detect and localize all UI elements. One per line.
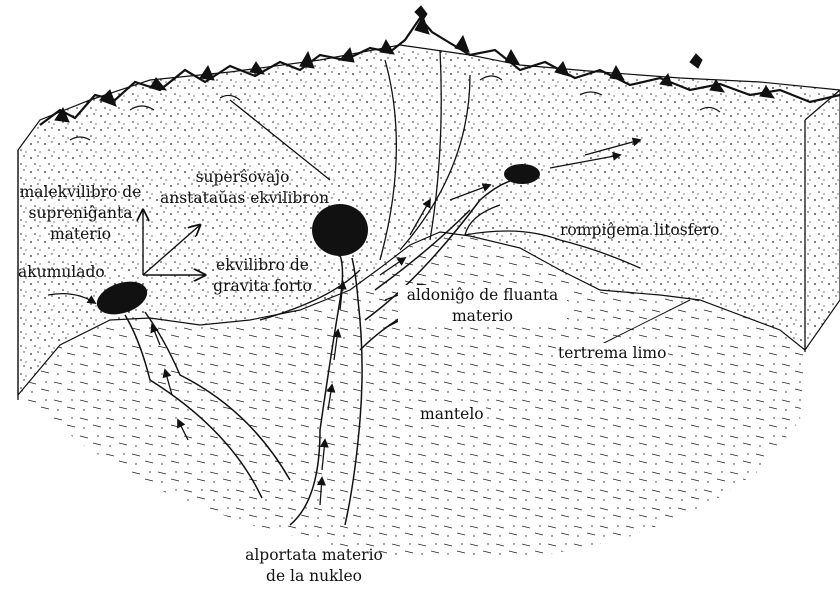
earth-silt-label: tertrema limo bbox=[556, 343, 668, 364]
superposed-line-1: superŝovaĵo bbox=[160, 167, 325, 188]
rupture-text: rompiĝema litosfero bbox=[560, 221, 719, 239]
imbalance-line-3: materio bbox=[18, 224, 143, 245]
mantle-label: mantelo bbox=[418, 404, 486, 425]
imbalance-line-1: malekvilibro de bbox=[18, 182, 143, 203]
mantle-text: mantelo bbox=[420, 405, 484, 423]
accumulation-label: akumulado bbox=[18, 262, 105, 283]
accumulation-text: akumulado bbox=[18, 263, 105, 281]
gravity-line-1: ekvilibro de bbox=[210, 255, 315, 276]
core-line-2: de la nukleo bbox=[224, 566, 404, 587]
imbalance-line-2: supreniĝanta bbox=[18, 203, 143, 224]
inflow-label: aldoniĝo de fluanta materio bbox=[398, 285, 567, 327]
superposed-label: superŝovaĵo anstataŭas ekvilibron bbox=[160, 167, 325, 209]
gravity-line-2: gravita forto bbox=[210, 276, 315, 297]
inflow-line-2: materio bbox=[400, 306, 565, 327]
rupture-label: rompiĝema litosfero bbox=[560, 220, 719, 241]
large-magma-body bbox=[312, 204, 368, 256]
earth-silt-text: tertrema limo bbox=[558, 344, 666, 362]
upper-magma-body bbox=[504, 164, 540, 184]
gravity-label: ekvilibro de gravita forto bbox=[210, 255, 315, 297]
inflow-line-1: aldoniĝo de fluanta bbox=[400, 285, 565, 306]
core-label: alportata materio de la nukleo bbox=[224, 545, 404, 587]
superposed-line-2: anstataŭas ekvilibron bbox=[160, 188, 325, 209]
imbalance-label: malekvilibro de supreniĝanta materio bbox=[18, 182, 143, 245]
core-line-1: alportata materio bbox=[224, 545, 404, 566]
